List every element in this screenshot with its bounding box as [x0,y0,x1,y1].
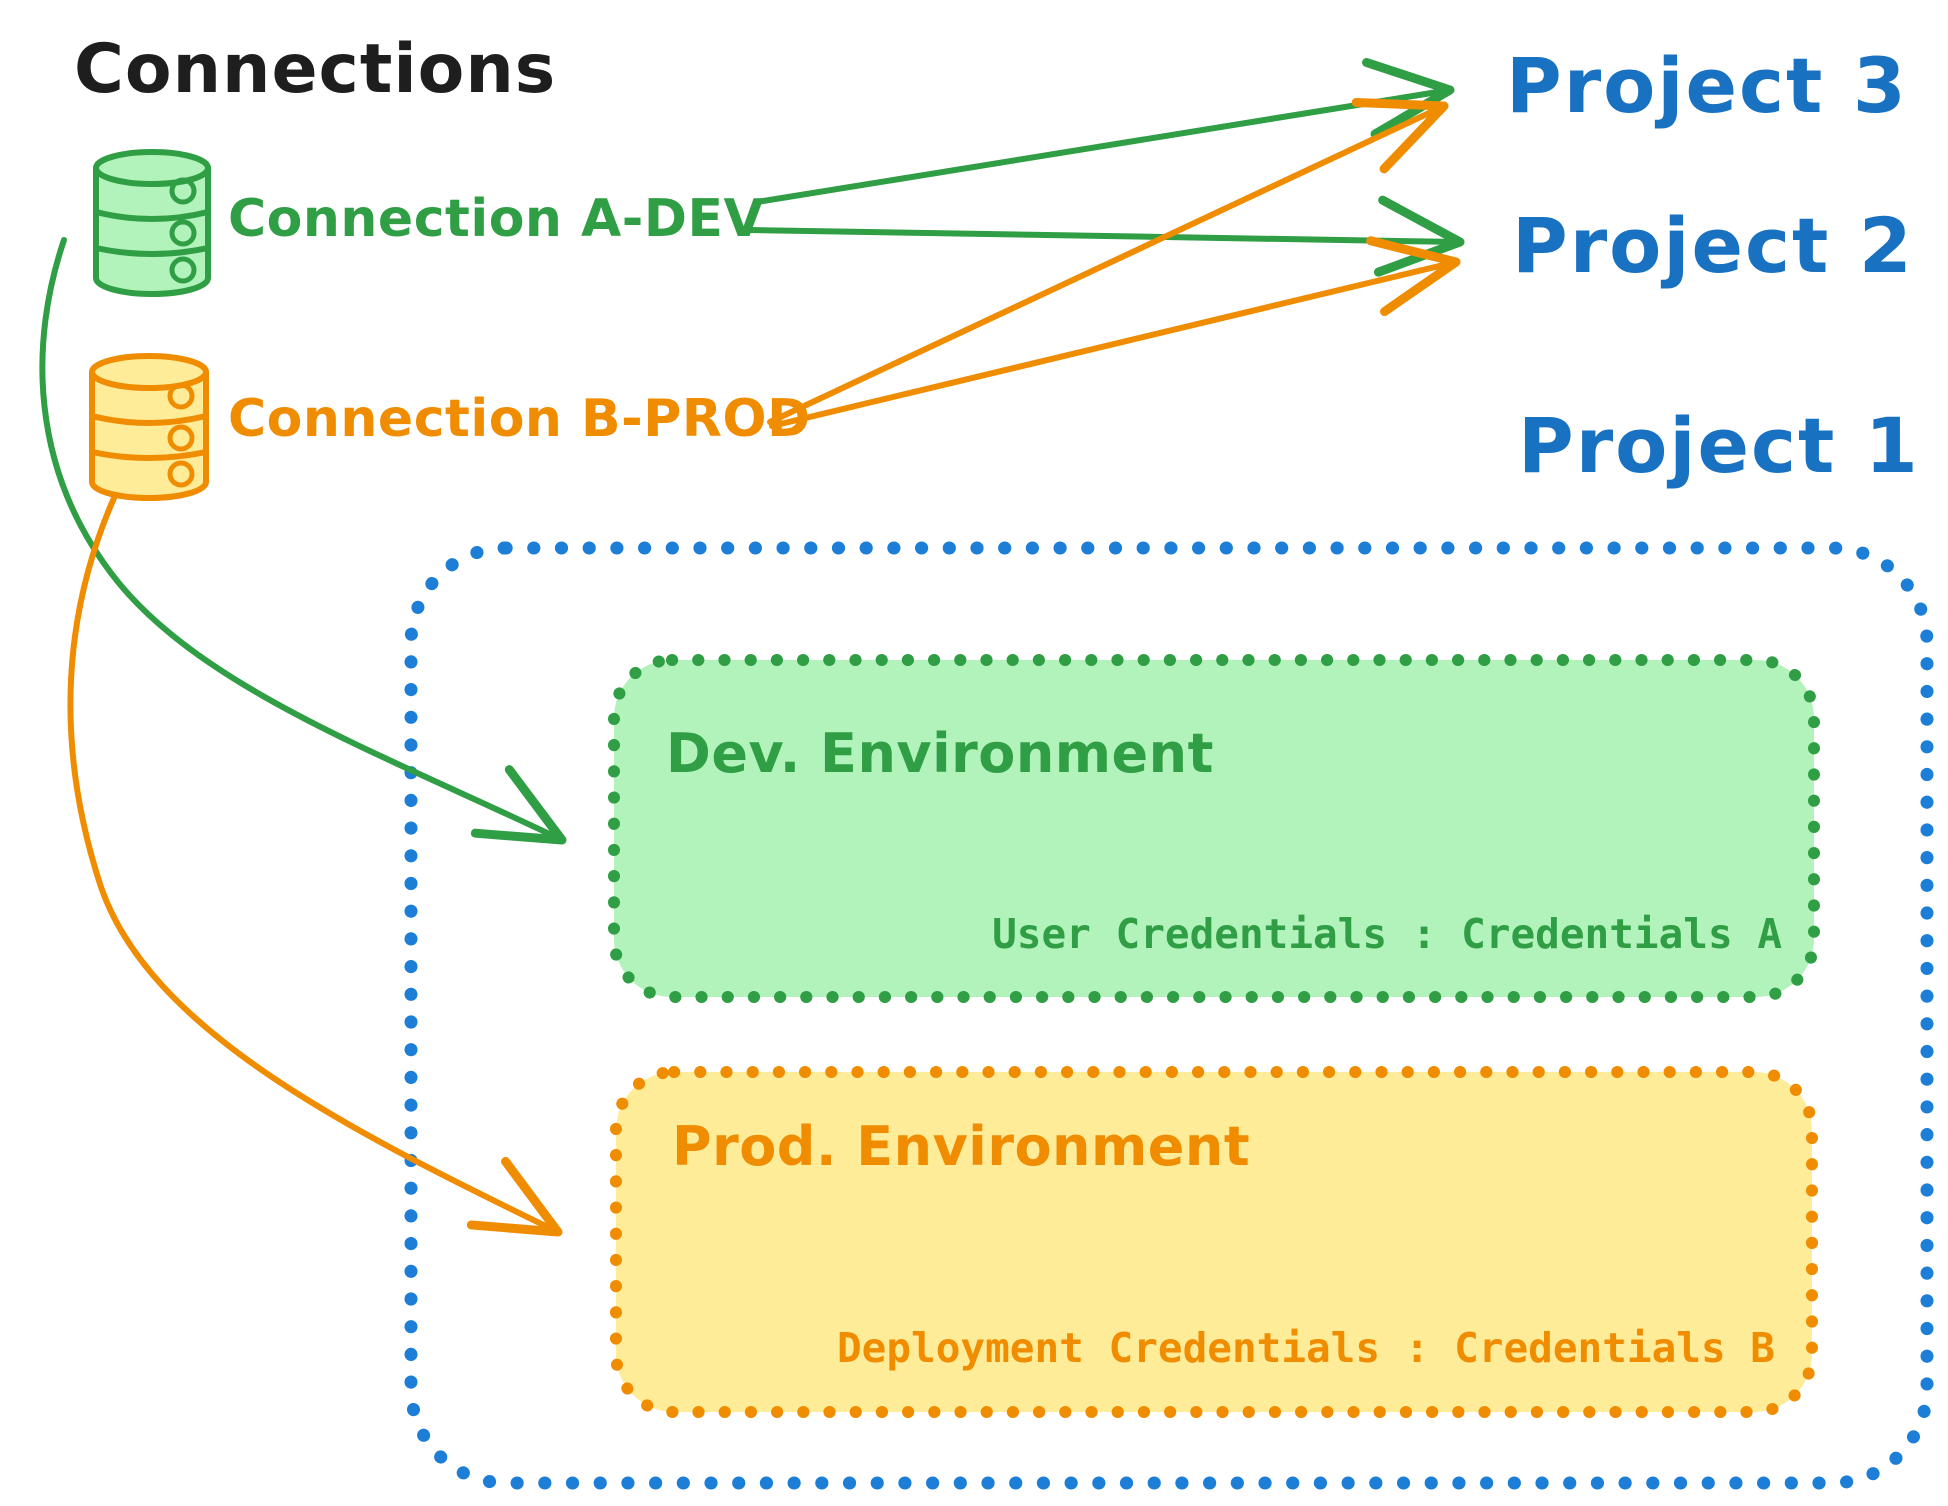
project-2-label: Project 2 [1512,201,1914,290]
dev-environment-title: Dev. Environment [666,722,1214,785]
page-title: Connections [74,30,556,109]
project-3-label: Project 3 [1506,41,1908,130]
arrow-a-dev-to-project-2 [745,195,1465,277]
connection-b-prod-label: Connection B-PROD [228,389,811,449]
dev-environment-box: Dev. Environment User Credentials : Cred… [608,654,1820,1003]
project-1-container [404,541,1934,1490]
connection-a-dev-label: Connection A-DEV [228,189,764,249]
dev-environment-credentials: User Credentials : Credentials A [992,910,1782,958]
prod-environment-credentials: Deployment Credentials : Credentials B [837,1324,1775,1372]
arrow-a-dev-to-project-3 [754,57,1455,205]
prod-environment-title: Prod. Environment [672,1115,1250,1178]
prod-environment-border [610,1066,1818,1418]
database-icon-a-dev [93,149,211,297]
dev-environment-border [608,654,1820,1003]
prod-environment-box: Prod. Environment Deployment Credentials… [610,1066,1818,1418]
arrow-a-dev-to-dev-environment [39,237,567,845]
arrow-b-prod-to-prod-environment [67,495,563,1237]
arrow-b-prod-to-project-3 [767,97,1449,425]
project-1-label: Project 1 [1518,401,1920,490]
database-icon-b-prod [89,353,209,501]
arrow-b-prod-to-project-2 [769,236,1461,429]
